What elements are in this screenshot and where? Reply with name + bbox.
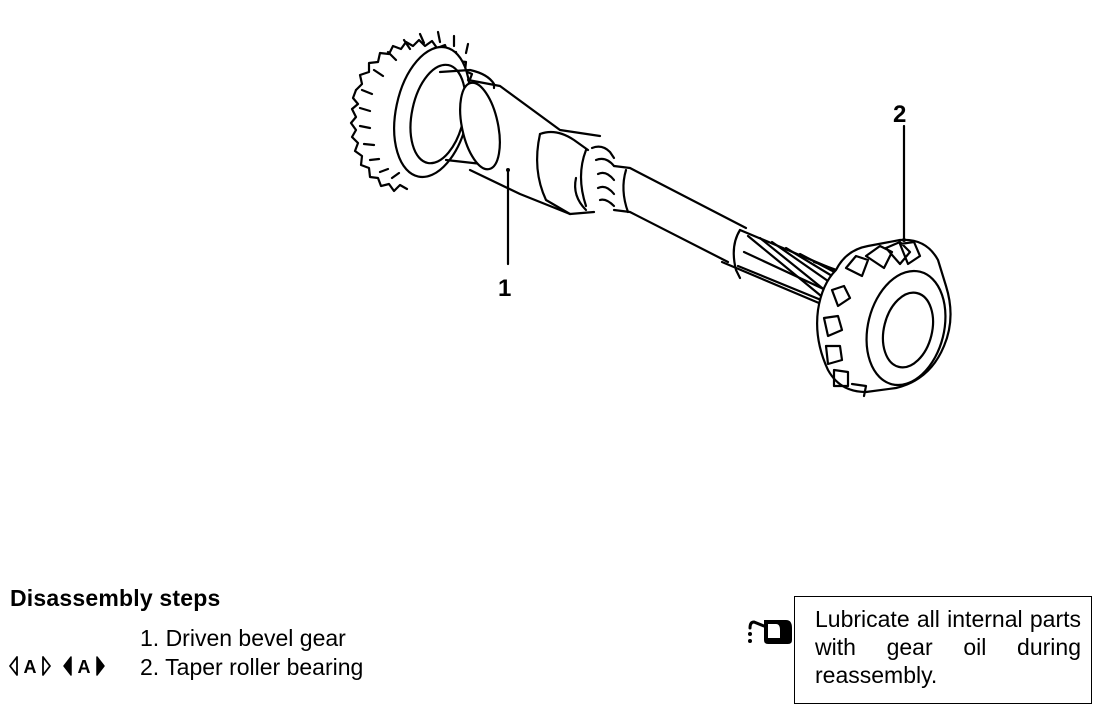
oil-can-icon (748, 620, 792, 644)
step-label-1: 1. Driven bevel gear (140, 625, 346, 651)
shaft (438, 68, 850, 308)
svg-text:A: A (78, 657, 91, 677)
callout-2: 2 (893, 101, 906, 128)
callout-1: 1 (498, 275, 511, 302)
lubrication-note-box: Lubricate all internal parts with gear o… (794, 596, 1092, 704)
A-filled-icon: A (63, 656, 105, 677)
taper-roller-bearing (816, 238, 952, 398)
disassembly-steps-heading: Disassembly steps (10, 585, 221, 611)
A-outline-icon: A (9, 656, 51, 677)
driven-bevel-gear (349, 30, 477, 193)
svg-text:A: A (24, 657, 37, 677)
step-label-2: 2. Taper roller bearing (140, 654, 364, 680)
lubrication-note-text: Lubricate all internal parts with gear o… (815, 606, 1081, 688)
step-2-symbols: A A (8, 654, 106, 678)
